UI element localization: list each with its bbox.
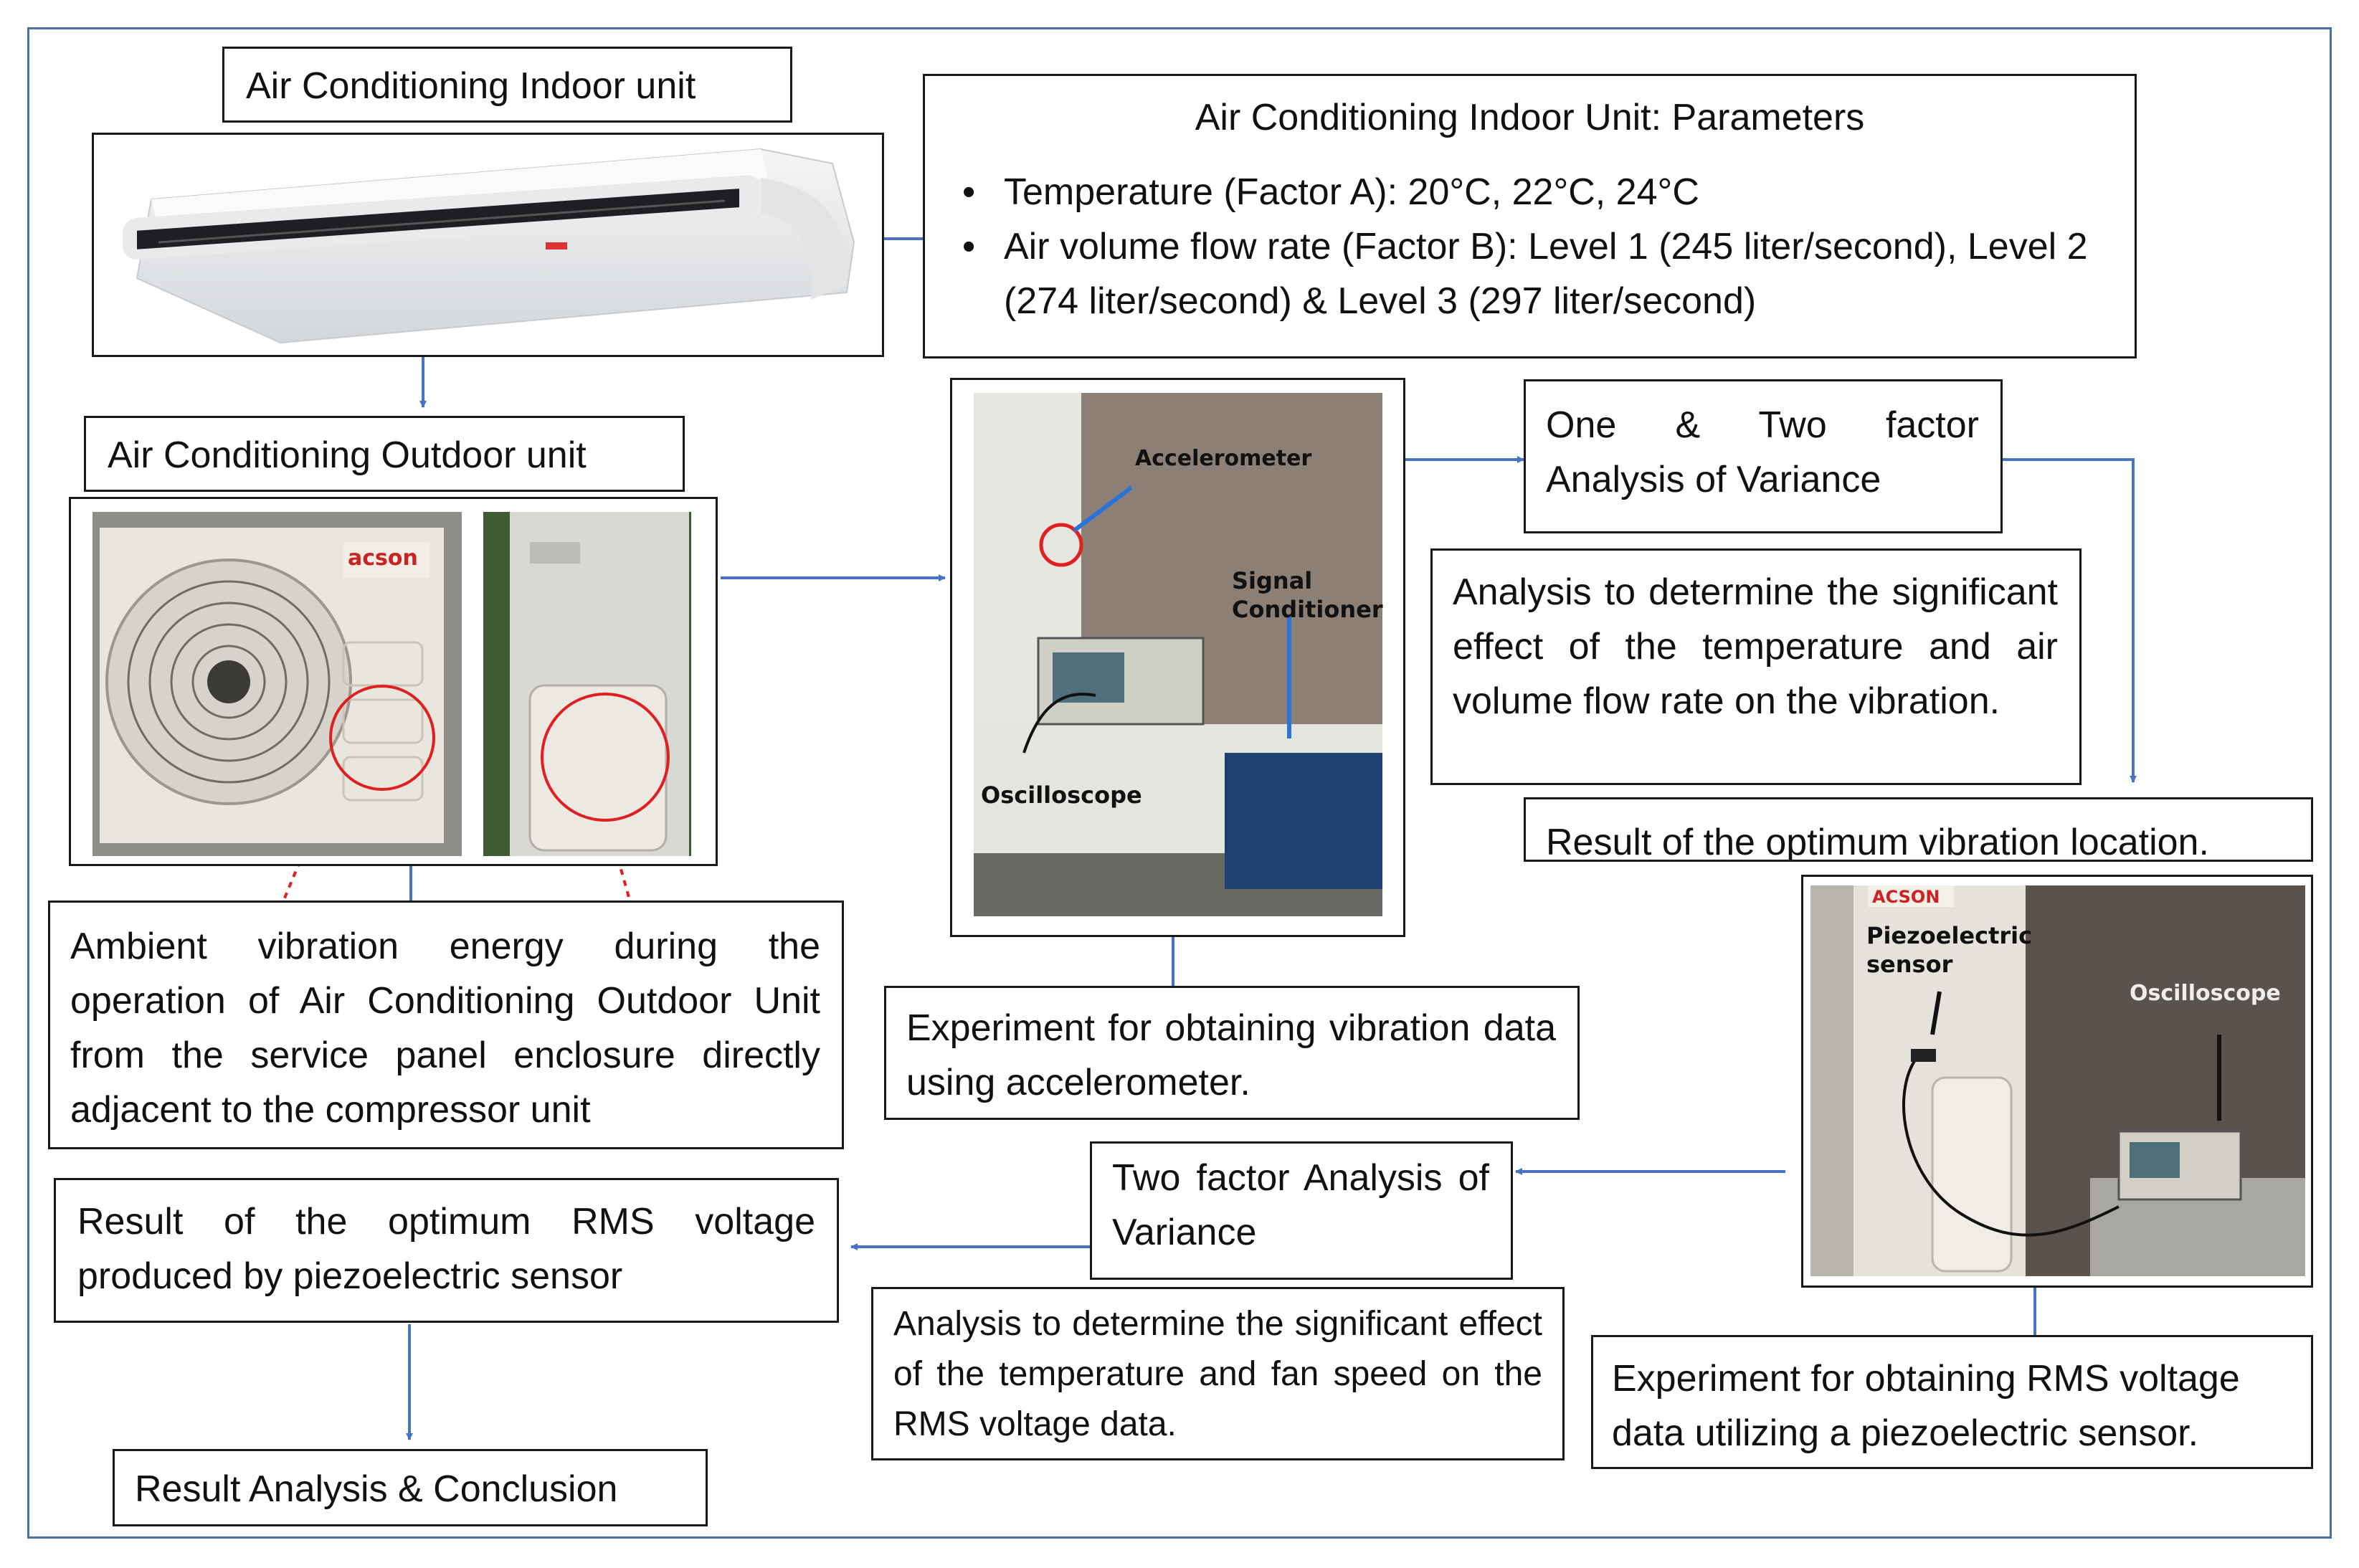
parameters-title: Air Conditioning Indoor Unit: Parameters bbox=[1195, 97, 1865, 138]
marker-circle-front bbox=[329, 685, 435, 791]
analysis-vibration-text: Analysis to determine the significant ef… bbox=[1453, 571, 2058, 722]
analysis-rms-box: Analysis to determine the significant ef… bbox=[871, 1287, 1565, 1460]
analysis-rms-text: Analysis to determine the significant ef… bbox=[893, 1305, 1542, 1443]
result-location-box: Result of the optimum vibration location… bbox=[1524, 797, 2313, 862]
accelerometer-marker bbox=[1039, 523, 1083, 567]
parameters-box: Air Conditioning Indoor Unit: Parameters… bbox=[923, 74, 2137, 358]
anova-two-box: Two factor Analysis of Variance bbox=[1090, 1141, 1513, 1280]
parameter-air-volume: Air volume flow rate (Factor B): Level 1… bbox=[962, 219, 2106, 328]
brand-text: acson bbox=[348, 546, 418, 571]
ambient-vibration-text: Ambient vibration energy during the oper… bbox=[70, 926, 820, 1131]
result-rms-text: Result of the optimum RMS voltage produc… bbox=[77, 1201, 815, 1297]
label-oscilloscope-accel: Oscilloscope bbox=[981, 781, 1142, 809]
label-signal-conditioner: Signal Conditioner bbox=[1232, 567, 1383, 623]
result-location-text: Result of the optimum vibration location… bbox=[1546, 822, 2209, 862]
anova-one-two-text: One & Two factor Analysis of Variance bbox=[1546, 404, 1979, 500]
label-accelerometer: Accelerometer bbox=[1135, 446, 1312, 471]
indoor-unit-photo bbox=[92, 133, 884, 357]
conclusion-text: Result Analysis & Conclusion bbox=[135, 1468, 618, 1510]
indoor-unit-title: Air Conditioning Indoor unit bbox=[222, 47, 792, 123]
accelerometer-setup-image bbox=[952, 380, 1403, 935]
marker-circle-side bbox=[541, 693, 670, 822]
ceiling-ac-image bbox=[123, 148, 855, 344]
brand-badge bbox=[546, 242, 567, 250]
piezo-experiment-box: Experiment for obtaining RMS voltage dat… bbox=[1591, 1335, 2313, 1469]
arrow-anova-to-result bbox=[2003, 458, 2137, 783]
piezo-setup-image: ACSON bbox=[1803, 877, 2311, 1286]
outdoor-unit-photos: acson bbox=[69, 497, 718, 866]
piezo-brand-text: ACSON bbox=[1872, 887, 1940, 907]
anova-one-two-box: One & Two factor Analysis of Variance bbox=[1524, 379, 2003, 533]
outdoor-unit-images: acson bbox=[71, 499, 716, 864]
piezo-setup-photo: ACSON Piezoelectric sensor Oscilloscope bbox=[1801, 875, 2313, 1288]
label-oscilloscope-piezo: Oscilloscope bbox=[2130, 981, 2281, 1006]
parameters-list: Temperature (Factor A): 20°C, 22°C, 24°C… bbox=[962, 165, 2106, 328]
accelerometer-experiment-box: Experiment for obtaining vibration data … bbox=[884, 986, 1580, 1120]
piezo-experiment-text: Experiment for obtaining RMS voltage dat… bbox=[1612, 1358, 2240, 1454]
parameter-temperature: Temperature (Factor A): 20°C, 22°C, 24°C bbox=[962, 165, 2106, 219]
anova-two-text: Two factor Analysis of Variance bbox=[1112, 1157, 1489, 1253]
result-rms-box: Result of the optimum RMS voltage produc… bbox=[54, 1178, 839, 1323]
outdoor-unit-title: Air Conditioning Outdoor unit bbox=[84, 416, 685, 492]
brand-plate bbox=[343, 542, 429, 578]
accelerometer-experiment-text: Experiment for obtaining vibration data … bbox=[906, 1007, 1556, 1103]
analysis-vibration-box: Analysis to determine the significant ef… bbox=[1430, 548, 2082, 785]
accelerometer-setup-photo: Accelerometer Signal Conditioner Oscillo… bbox=[950, 378, 1405, 937]
conclusion-box: Result Analysis & Conclusion bbox=[113, 1449, 708, 1526]
outdoor-unit-title-text: Air Conditioning Outdoor unit bbox=[108, 434, 587, 476]
label-piezo-sensor: Piezoelectric sensor bbox=[1866, 922, 2033, 978]
ambient-vibration-box: Ambient vibration energy during the oper… bbox=[48, 901, 844, 1149]
diagram-frame bbox=[27, 27, 2332, 1539]
indoor-unit-title-text: Air Conditioning Indoor unit bbox=[246, 65, 696, 107]
